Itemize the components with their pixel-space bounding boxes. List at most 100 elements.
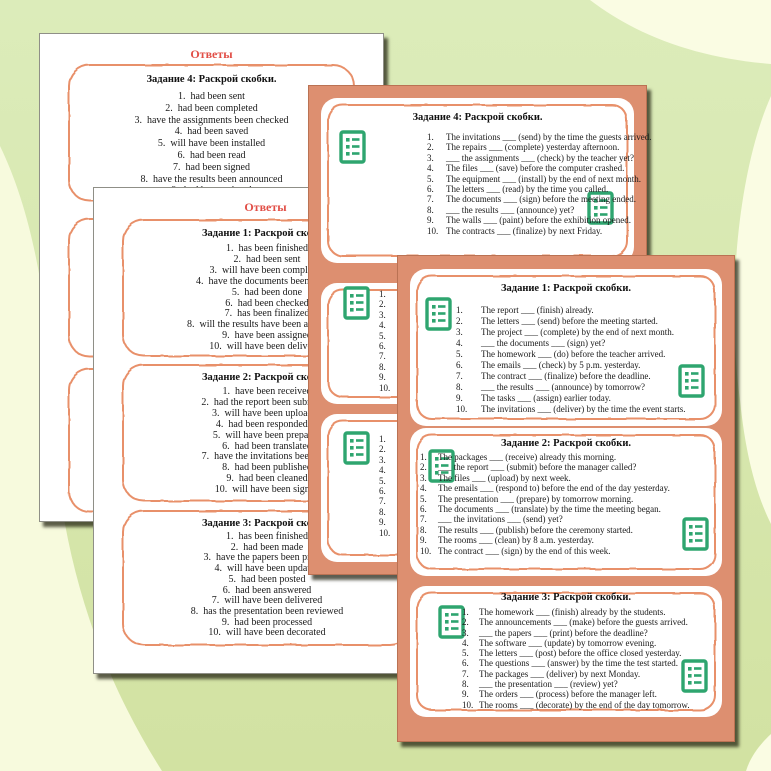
- task-title: Задание 4: Раскрой скобки.: [412, 112, 543, 123]
- task-item: ___ the papers ___ (print) before the de…: [462, 627, 648, 639]
- answer-item: had been signed: [185, 161, 250, 173]
- task-item: The files ___ (save) before the computer…: [427, 163, 625, 174]
- task-item: [379, 299, 397, 310]
- task-title: Задание 1: Раскрой скобки.: [201, 228, 333, 239]
- checklist-icon: [339, 130, 366, 164]
- task-item: ___ the results ___ (announce) by tomorr…: [456, 382, 645, 393]
- checklist-icon: [343, 286, 370, 320]
- task-item: The documents ___ (sign) before the meet…: [427, 194, 636, 205]
- answer-item: will have been installed: [170, 138, 266, 150]
- task-item: The announcements ___ (make) before the …: [462, 617, 688, 628]
- checklist-icon: [682, 517, 709, 551]
- task-item: The rooms ___ (clean) by 8 a.m. yesterda…: [420, 535, 594, 546]
- answer-item: had been published: [234, 462, 312, 474]
- answer-item: will have been updated: [227, 563, 320, 575]
- task-item: The questions ___ (answer) by the time t…: [462, 658, 678, 669]
- answer-item: had been translated: [234, 440, 312, 452]
- task-list: The packages ___ (receive) already this …: [420, 452, 670, 556]
- task-item: The packages ___ (receive) already this …: [420, 452, 617, 463]
- task-item: The homework ___ (do) before the teacher…: [456, 349, 666, 360]
- task-list: The invitations ___ (send) by the time t…: [427, 132, 651, 236]
- task-item: The equipment ___ (install) by the end o…: [427, 173, 641, 185]
- task-item: ___ the presentation ___ (review) yet?: [462, 679, 618, 690]
- task-item: The emails ___ (check) by 5 p.m. yesterd…: [456, 360, 641, 371]
- answer-item: will the results have been announced: [199, 319, 347, 331]
- answers-header: Ответы: [190, 47, 233, 61]
- task-item: The rooms ___ (decorate) by the end of t…: [462, 699, 690, 711]
- answer-item: had been done: [244, 286, 303, 298]
- task-item: [379, 289, 397, 300]
- task-item: The repairs ___ (complete) yesterday aft…: [427, 142, 620, 153]
- task-list: [379, 289, 397, 393]
- task-title: Задание 2: Раскрой скобки.: [500, 438, 632, 449]
- task-title: Задание 3: Раскрой скобки.: [201, 518, 333, 529]
- checklist-icon: [438, 605, 465, 639]
- task-item: The software ___ (update) by tomorrow ev…: [462, 637, 657, 649]
- tasks-panel-task1: Задание 1: Раскрой скобки. The report __…: [410, 269, 722, 426]
- task-item: The packages ___ (deliver) by next Monda…: [462, 668, 641, 680]
- answer-item: has been finalized: [237, 308, 310, 320]
- task-list: The homework ___ (finish) already by the…: [462, 607, 690, 710]
- task-item: The project ___ (complete) by the end of…: [456, 327, 674, 338]
- answer-item: will have been prepared: [225, 429, 322, 441]
- tasks-panel-task2: Задание 2: Раскрой скобки. The packages …: [410, 428, 722, 576]
- task-item: The orders ___ (process) before the mana…: [462, 689, 657, 700]
- answer-item: have the assignments been checked: [146, 114, 289, 126]
- task-item: The letters ___ (post) before the office…: [462, 648, 682, 659]
- answers-header: Ответы: [244, 200, 287, 214]
- tasks-panel-task3: Задание 3: Раскрой скобки. The homework …: [410, 586, 722, 717]
- task-item: The letters ___ (send) before the meetin…: [456, 316, 658, 327]
- task-list: The report ___ (finish) already.The lett…: [456, 305, 685, 415]
- answer-item: will have been delivered: [224, 595, 323, 607]
- tasks-panel-task4: Задание 4: Раскрой скобки. The invitatio…: [321, 98, 651, 263]
- checklist-icon: [343, 431, 370, 465]
- tasks-page-front: Задание 1: Раскрой скобки. The report __…: [397, 255, 735, 742]
- answer-item: have the results been announced: [153, 173, 283, 185]
- answer-item: has been finished: [238, 243, 308, 254]
- answer-item: have been assigned: [234, 330, 312, 342]
- answer-item: have the invitations been sent: [214, 451, 333, 463]
- answer-item: had been completed: [177, 102, 258, 114]
- task-item: [379, 362, 397, 373]
- answer-item: have been received: [234, 386, 312, 397]
- task-item: The report ___ (finish) already.: [456, 305, 594, 316]
- task-title: Задание 3: Раскрой скобки.: [500, 592, 632, 603]
- answer-item: will have been decorated: [225, 627, 326, 639]
- task-item: The documents ___ (translate) by the tim…: [420, 504, 661, 515]
- task-item: The invitations ___ (deliver) by the tim…: [456, 404, 686, 415]
- task-item: ___ the invitations ___ (send) yet?: [420, 514, 563, 525]
- task-item: [379, 351, 397, 362]
- task-item: The letters ___ (read) by the time you c…: [427, 184, 609, 195]
- task-item: ___ the documents ___ (sign) yet?: [456, 338, 606, 349]
- task-item: ___ the report ___ (submit) before the m…: [420, 462, 637, 473]
- answer-item: have the papers been printed: [216, 552, 331, 564]
- task-item: The contract ___ (finalize) before the d…: [456, 371, 651, 382]
- answer-item: had been answered: [235, 584, 312, 596]
- answer-item: will have been delivered: [226, 341, 325, 353]
- checklist-icon: [425, 297, 452, 331]
- task-item: The tasks ___ (assign) earlier today.: [456, 393, 611, 404]
- answer-item: will have been uploaded: [224, 407, 322, 419]
- answer-item: had the report been submitted: [213, 396, 333, 408]
- task-item: ___ the results ___ (announce) yet?: [427, 204, 575, 216]
- task-item: [379, 331, 397, 342]
- task-item: ___ the assignments ___ (check) by the t…: [427, 152, 634, 164]
- answer-item: had been sent: [190, 91, 245, 102]
- task-item: [379, 383, 397, 394]
- task-item: The presentation ___ (prepare) by tomorr…: [420, 493, 634, 505]
- answer-item: had been responded to: [228, 418, 319, 430]
- answer-item: has been finished: [238, 531, 308, 542]
- answer-item: had been cleaned: [238, 473, 308, 485]
- answer-item: had been made: [243, 541, 304, 553]
- task-item: The invitations ___ (send) by the time t…: [427, 132, 652, 143]
- answer-item: had been processed: [234, 616, 313, 628]
- answer-item: had been saved: [187, 126, 249, 138]
- task-item: The walls ___ (paint) before the exhibit…: [427, 215, 631, 226]
- task-item: [379, 372, 397, 383]
- task-item: [379, 341, 397, 352]
- task-title: Задание 2: Раскрой скобки.: [201, 372, 333, 383]
- task-title: Задание 4: Раскрой скобки.: [146, 74, 277, 85]
